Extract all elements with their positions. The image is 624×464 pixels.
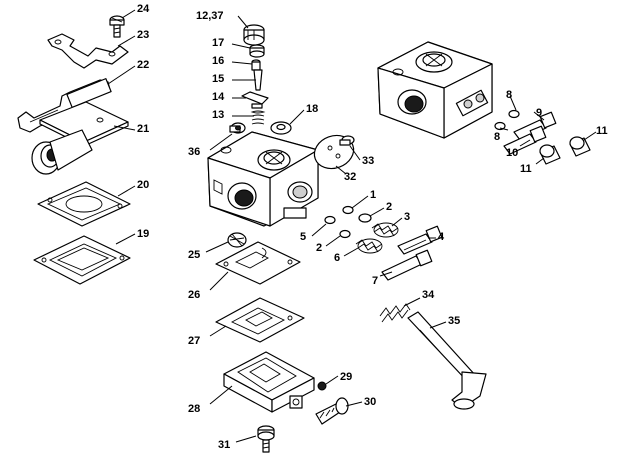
callout-4: 4 [438, 231, 445, 243]
leader-lines [107, 9, 597, 443]
callout-6: 6 [334, 252, 340, 264]
part-27-plate [215, 297, 305, 343]
part-25-filter [227, 232, 247, 248]
part-15-needle [253, 69, 263, 91]
callout-31: 31 [218, 439, 230, 451]
part-upper-right-body [377, 41, 493, 139]
callout-2b: 2 [316, 242, 322, 254]
callout-25: 25 [188, 249, 200, 261]
callout-3: 3 [404, 211, 410, 223]
callout-21: 21 [137, 123, 149, 135]
part-4-needle [397, 225, 443, 255]
callout-36: 36 [188, 146, 200, 158]
part-23-bracket [47, 33, 129, 69]
part-24-screw [109, 15, 125, 38]
part-28-lower-body [223, 351, 315, 413]
callout-32: 32 [344, 171, 356, 183]
part-18-washer [270, 121, 292, 135]
part-9-needle [513, 111, 557, 141]
callout-35: 35 [448, 315, 460, 327]
part-34-spring [379, 303, 411, 323]
part-3-spring [371, 222, 399, 238]
callout-20: 20 [137, 179, 149, 191]
part-31-screw [257, 425, 275, 453]
part-2-washer-b [339, 229, 351, 239]
callout-10: 10 [506, 147, 518, 159]
part-13-spring [250, 110, 266, 125]
part-1-oring [342, 205, 354, 215]
part-7-needle [381, 249, 433, 281]
part-19-gasket [33, 235, 131, 285]
part-14-lever [241, 91, 269, 109]
part-26-gasket [215, 241, 301, 285]
callout-23: 23 [137, 29, 149, 41]
part-21-pump-body [31, 101, 129, 175]
callout-12-37: 12,37 [196, 10, 224, 22]
callout-17: 17 [212, 37, 224, 49]
part-20-diaphragm [37, 181, 131, 227]
part-8-oring-a [508, 109, 520, 119]
callout-5: 5 [300, 231, 306, 243]
callout-11a: 11 [596, 125, 608, 137]
callout-29: 29 [340, 371, 352, 383]
callout-33: 33 [362, 155, 374, 167]
callout-14: 14 [212, 91, 225, 103]
callout-26: 26 [188, 289, 200, 301]
callout-19: 19 [137, 228, 149, 240]
callout-28: 28 [188, 403, 200, 415]
part-carburetor-body [207, 131, 319, 227]
part-17-screw [249, 44, 265, 58]
callout-13: 13 [212, 109, 224, 121]
part-6-spring [355, 238, 383, 254]
callout-1: 1 [370, 189, 376, 201]
callout-2a: 2 [386, 201, 392, 213]
callout-8b: 8 [494, 131, 500, 143]
callout-27: 27 [188, 335, 200, 347]
callout-22: 22 [137, 59, 149, 71]
part-12-cap [243, 24, 265, 46]
part-11-cap-b [539, 144, 561, 165]
callout-24: 24 [137, 3, 150, 15]
callout-30: 30 [364, 396, 376, 408]
callout-16: 16 [212, 55, 224, 67]
part-8-oring-b [494, 121, 506, 131]
part-11-cap-a [569, 136, 591, 157]
part-29-ball [317, 381, 327, 391]
part-16-pin [251, 59, 261, 71]
part-5-oring [324, 215, 336, 225]
callout-34: 34 [422, 289, 435, 301]
part-10-needle [503, 125, 547, 155]
callout-7: 7 [372, 275, 378, 287]
callout-18: 18 [306, 103, 318, 115]
part-2-washer-a [358, 213, 372, 223]
callout-11b: 11 [520, 163, 532, 175]
callout-9: 9 [536, 107, 542, 119]
part-30-screw [315, 397, 349, 425]
callout-15: 15 [212, 73, 224, 85]
part-36-clip [229, 122, 246, 134]
callout-8a: 8 [506, 89, 512, 101]
part-35-shaft [407, 311, 487, 410]
part-33-screw [339, 135, 355, 146]
